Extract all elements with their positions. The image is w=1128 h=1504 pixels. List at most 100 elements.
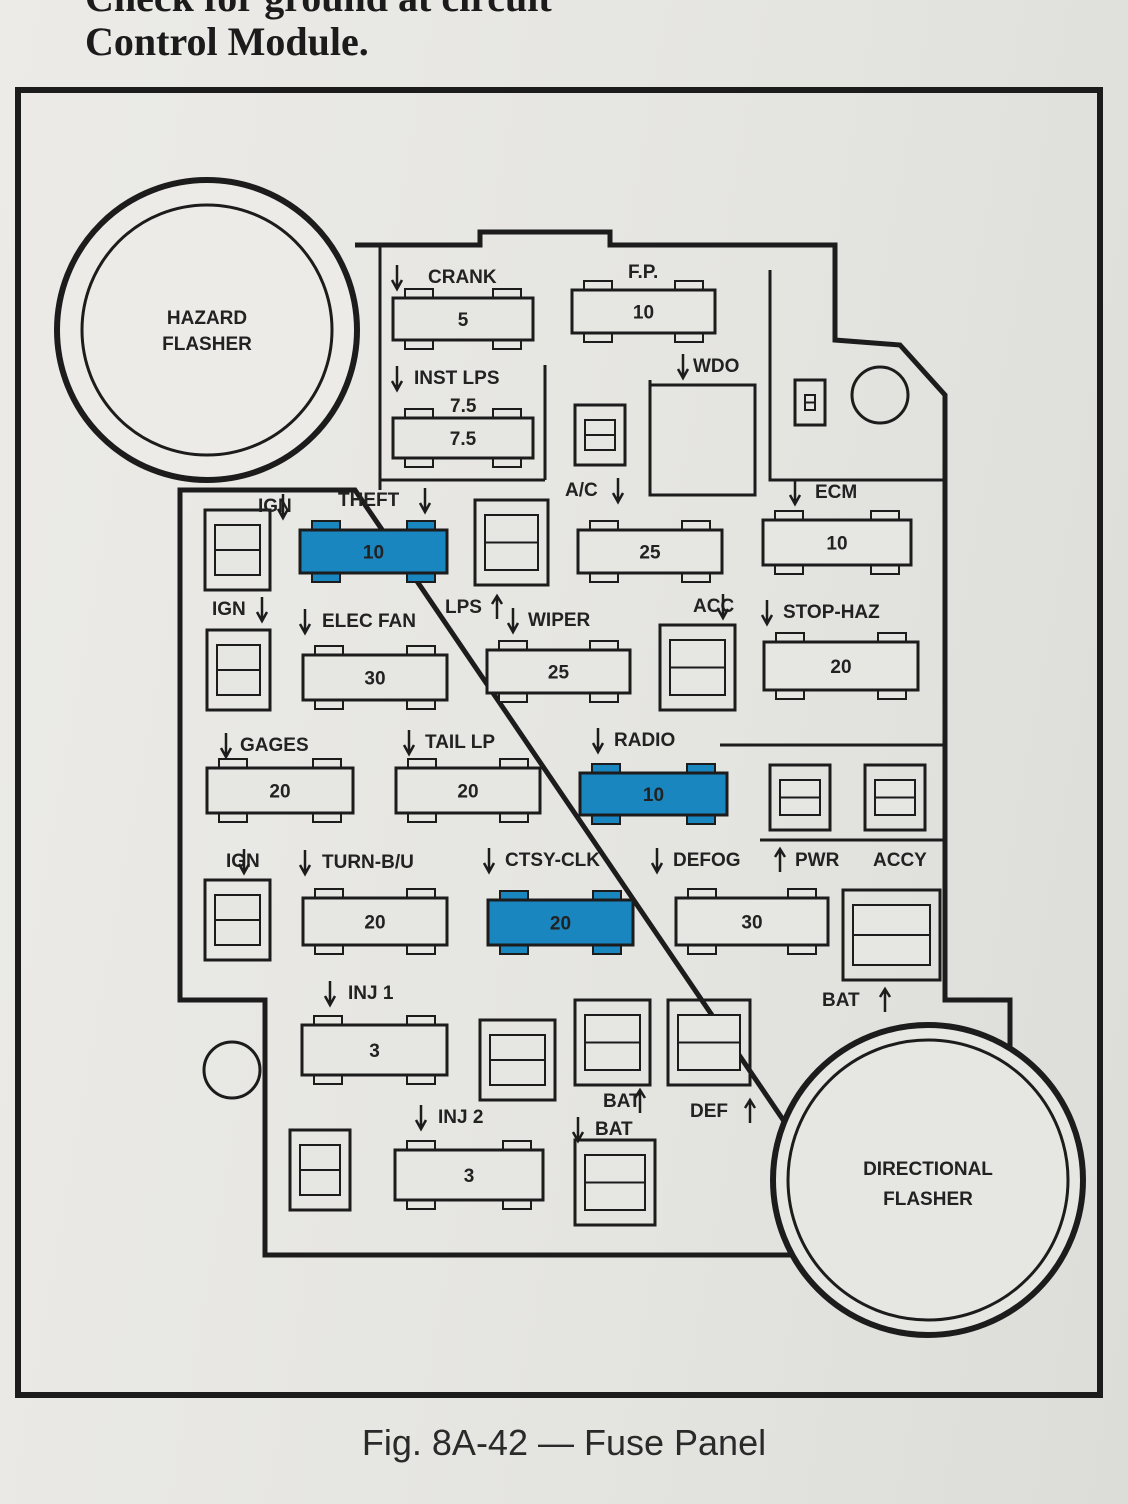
fuse-elec-fan[interactable]: 30 xyxy=(301,645,449,710)
label-fp: F.P. xyxy=(628,262,658,283)
label-crank: CRANK xyxy=(428,267,497,288)
fuse-wiper[interactable]: 25 xyxy=(485,640,632,703)
relay-socket xyxy=(203,878,272,962)
arrow-down-icon xyxy=(611,478,625,505)
relay-socket xyxy=(478,1018,557,1102)
arrow-down-icon xyxy=(219,733,233,760)
fuse-rating: 30 xyxy=(741,913,762,934)
label-inst-lps: INST LPS xyxy=(414,368,500,389)
fuse-inst-lps[interactable]: 7.5 xyxy=(391,408,535,468)
svg-text:HAZARD: HAZARD xyxy=(167,308,247,329)
label-stop-haz: STOP-HAZ xyxy=(783,602,880,623)
relay-socket xyxy=(768,763,832,832)
fuse-ctsy-clk[interactable]: 20 xyxy=(486,890,635,955)
label-pwr: PWR xyxy=(795,850,840,871)
label-acc: ACC xyxy=(693,596,734,617)
fuse-rating: 10 xyxy=(643,785,664,806)
arrow-down-icon xyxy=(650,848,664,875)
arrow-down-icon xyxy=(323,981,337,1008)
arrow-down-icon xyxy=(482,848,496,875)
arrow-up-icon xyxy=(773,846,787,872)
fuse-ecm[interactable]: 10 xyxy=(761,510,913,575)
fuse-rating: 10 xyxy=(826,534,847,555)
fuse-crank[interactable]: 5 xyxy=(391,288,535,350)
svg-text:FLASHER: FLASHER xyxy=(162,334,252,355)
label-defog: DEFOG xyxy=(673,850,741,871)
fuse-rating: 5 xyxy=(458,310,469,331)
heading-line-1: Check for ground at circuit xyxy=(85,0,552,21)
arrow-down-icon xyxy=(571,1117,585,1144)
label-inst-lps_rating: 7.5 xyxy=(450,396,477,417)
fuse-rating: 20 xyxy=(457,782,478,803)
relay-socket xyxy=(473,498,550,587)
label-bat3: BAT xyxy=(595,1119,633,1140)
label-wiper: WIPER xyxy=(528,610,591,631)
label-ecm: ECM xyxy=(815,482,857,503)
fuse-fp[interactable]: 10 xyxy=(570,280,717,343)
fuse-tail-lp[interactable]: 20 xyxy=(394,758,542,823)
label-ign2: IGN xyxy=(212,599,246,620)
fuse-rating: 10 xyxy=(633,303,654,324)
relay-socket xyxy=(573,998,652,1087)
fuse-inj1[interactable]: 3 xyxy=(300,1015,449,1085)
arrow-up-icon xyxy=(878,986,892,1012)
label-turn-bu: TURN-B/U xyxy=(322,852,414,873)
label-lps: LPS xyxy=(445,597,482,618)
fuse-rating: 30 xyxy=(364,669,385,690)
fuse-inj2[interactable]: 3 xyxy=(393,1140,545,1210)
arrow-down-icon xyxy=(255,597,269,624)
fuse-rating: 3 xyxy=(464,1166,475,1187)
relay-socket xyxy=(573,403,627,467)
fuse-rating: 25 xyxy=(548,663,570,684)
label-theft: THEFT xyxy=(338,490,400,511)
label-gages: GAGES xyxy=(240,735,309,756)
relay-socket xyxy=(863,763,927,832)
arrow-down-icon xyxy=(414,1105,428,1132)
svg-text:DIRECTIONAL: DIRECTIONAL xyxy=(863,1159,993,1180)
fuse-ac[interactable]: 25 xyxy=(576,520,724,583)
label-inj1: INJ 1 xyxy=(348,983,394,1004)
svg-text:FLASHER: FLASHER xyxy=(883,1189,973,1210)
relay-socket xyxy=(203,508,272,592)
label-wdo: WDO xyxy=(693,356,739,377)
figure-border xyxy=(15,87,1103,1398)
relay-socket xyxy=(288,1128,352,1212)
fuse-defog[interactable]: 30 xyxy=(674,888,830,955)
fuse-rating: 10 xyxy=(363,543,384,564)
label-tail-lp: TAIL LP xyxy=(425,732,495,753)
arrow-up-icon xyxy=(490,593,504,619)
panel-outline xyxy=(177,229,1013,1258)
label-inj2: INJ 2 xyxy=(438,1107,483,1128)
heading-line-2: Control Module. xyxy=(85,19,369,64)
fuse-turn-bu[interactable]: 20 xyxy=(301,888,449,955)
arrow-down-icon xyxy=(418,488,432,515)
fuse-theft[interactable]: 10 xyxy=(298,520,449,583)
arrow-down-icon xyxy=(276,494,290,521)
panel-internal-lines xyxy=(378,245,945,842)
arrow-down-icon xyxy=(298,609,312,636)
label-radio: RADIO xyxy=(614,730,675,751)
fuse-radio[interactable]: 10 xyxy=(578,763,729,825)
fuse-rating: 20 xyxy=(269,782,290,803)
arrow-down-icon xyxy=(390,366,404,393)
arrow-down-icon xyxy=(237,849,251,876)
fuse-rating: 20 xyxy=(550,914,571,935)
relay-socket xyxy=(658,623,737,712)
fuse-gages[interactable]: 20 xyxy=(205,758,355,823)
arrow-down-icon xyxy=(506,608,520,635)
label-ctsy-clk: CTSY-CLK xyxy=(505,850,600,871)
hazard-flasher: HAZARD FLASHER xyxy=(54,177,360,483)
label-def: DEF xyxy=(690,1101,728,1122)
arrow-up-icon xyxy=(743,1097,757,1123)
fuse-rating: 20 xyxy=(364,913,385,934)
arrow-down-icon xyxy=(760,600,774,627)
relay-socket xyxy=(573,1138,657,1227)
fuse-rating: 25 xyxy=(639,543,661,564)
arrow-up-icon xyxy=(633,1087,647,1113)
label-bat2: BAT xyxy=(603,1091,641,1112)
label-elec-fan: ELEC FAN xyxy=(322,611,416,632)
arrow-down-icon xyxy=(788,480,802,507)
fuse-stop-haz[interactable]: 20 xyxy=(762,632,920,700)
label-accy: ACCY xyxy=(873,850,927,871)
figure-caption: Fig. 8A-42 — Fuse Panel xyxy=(361,1422,767,1463)
